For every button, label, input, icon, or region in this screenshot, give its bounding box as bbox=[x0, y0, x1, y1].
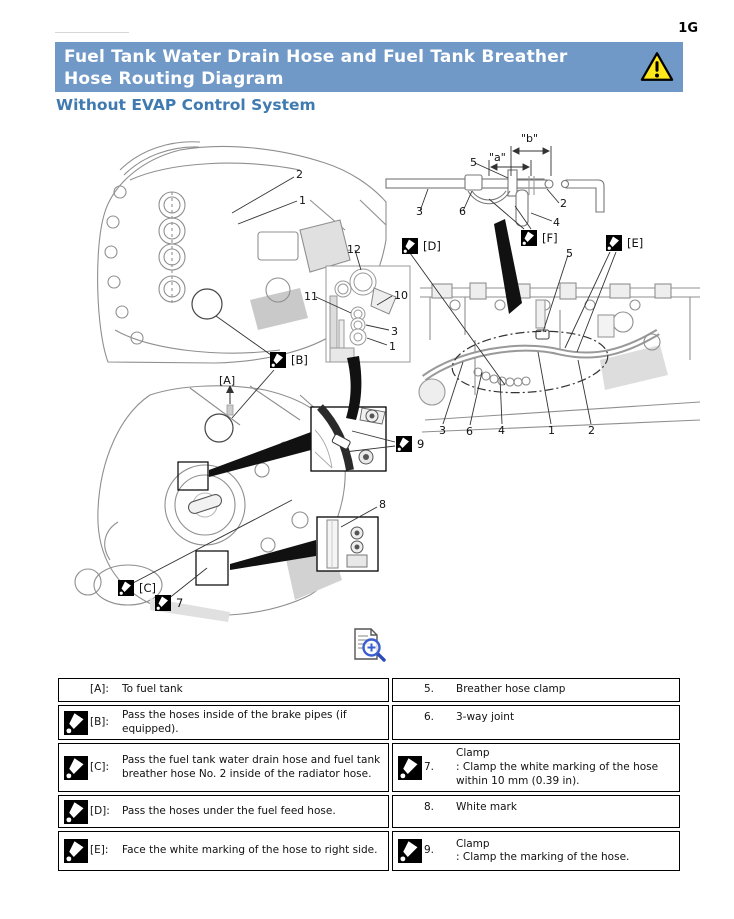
legend-tag: [E]: bbox=[90, 844, 109, 857]
marker-label-D: [D] bbox=[402, 238, 441, 254]
callout-6: 6 bbox=[459, 205, 466, 218]
callout-2: 2 bbox=[296, 168, 303, 181]
legend-text: Clamp : Clamp the white marking of the h… bbox=[456, 747, 659, 787]
legend-row-8: 8. White mark bbox=[392, 795, 680, 829]
legend-row-A: [A]: To fuel tank bbox=[58, 678, 389, 702]
caution-marker-icon bbox=[155, 595, 171, 611]
callout-5b: 5 bbox=[566, 247, 573, 260]
marker-label-F: [F] bbox=[521, 230, 558, 246]
legend-row-C: [C]: Pass the fuel tank water drain hose… bbox=[58, 743, 389, 793]
legend-row-E: [E]: Face the white marking of the hose … bbox=[58, 831, 389, 872]
caution-marker-icon bbox=[64, 756, 88, 780]
warning-triangle-icon bbox=[640, 51, 674, 82]
legend-row-D: [D]: Pass the hoses under the fuel feed … bbox=[58, 795, 389, 829]
marker-label-9: 9 bbox=[396, 436, 424, 452]
dim-label-b: "b" bbox=[521, 132, 539, 145]
callout-2c: 2 bbox=[588, 424, 595, 437]
page-title: Fuel Tank Water Drain Hose and Fuel Tank… bbox=[64, 47, 568, 90]
caution-marker-icon bbox=[64, 711, 88, 735]
legend-tag: [B]: bbox=[90, 715, 109, 728]
marker-label-E: [E] bbox=[606, 235, 643, 251]
routing-diagram: 2 1 12 11 10 3 1 "b" "a" 5 3 6 2 4 5 3 6… bbox=[0, 125, 734, 670]
callout-1c: 1 bbox=[548, 424, 555, 437]
legend-tag: 6. bbox=[424, 711, 435, 723]
caution-marker-icon bbox=[270, 352, 286, 368]
legend-tag: [C]: bbox=[90, 760, 110, 773]
legend-text: Pass the hoses under the fuel feed hose. bbox=[122, 804, 336, 817]
caution-marker-icon bbox=[64, 839, 88, 863]
enlarge-image-button[interactable] bbox=[350, 626, 388, 664]
callout-12: 12 bbox=[347, 243, 361, 256]
callout-1b: 1 bbox=[389, 340, 396, 353]
document-zoom-icon bbox=[354, 628, 386, 662]
caution-marker-icon bbox=[118, 580, 134, 596]
caution-marker-icon bbox=[521, 230, 537, 246]
marker-label-B: [B] bbox=[270, 352, 308, 368]
legend-text: Face the white marking of the hose to ri… bbox=[122, 844, 378, 857]
legend-tag: 7. bbox=[424, 760, 435, 773]
caution-marker-icon bbox=[398, 839, 422, 863]
legend-tag: 5. bbox=[424, 683, 435, 696]
legend-row-7: 7. Clamp : Clamp the white marking of th… bbox=[392, 743, 680, 793]
routing-diagram-artwork bbox=[74, 141, 701, 622]
section-subtitle: Without EVAP Control System bbox=[56, 96, 316, 114]
callout-4b: 4 bbox=[498, 424, 505, 437]
marker-label-C: [C] bbox=[118, 580, 156, 596]
callout-3c: 3 bbox=[439, 424, 446, 437]
caution-marker-icon bbox=[396, 436, 412, 452]
callout-1: 1 bbox=[299, 194, 306, 207]
callout-3b: 3 bbox=[416, 205, 423, 218]
legend-row-6: 6. 3-way joint bbox=[392, 705, 680, 741]
callout-10: 10 bbox=[394, 289, 408, 302]
legend-text: Pass the fuel tank water drain hose and … bbox=[122, 754, 381, 780]
legend-tag: [D]: bbox=[90, 804, 110, 817]
caution-marker-icon bbox=[64, 800, 88, 824]
legend-text: Pass the hoses inside of the brake pipes… bbox=[122, 709, 347, 735]
legend-text: White mark bbox=[456, 801, 517, 814]
callout-6b: 6 bbox=[466, 425, 473, 438]
legend-tag: 8. bbox=[424, 801, 435, 814]
caution-marker-icon bbox=[402, 238, 418, 254]
top-rule bbox=[55, 32, 129, 33]
legend-text: To fuel tank bbox=[122, 683, 183, 696]
page-number: 1G bbox=[678, 21, 698, 36]
callout-2b: 2 bbox=[560, 197, 567, 210]
legend-tag: 9. bbox=[424, 844, 435, 857]
callout-3: 3 bbox=[391, 325, 398, 338]
legend-text: Clamp : Clamp the marking of the hose. bbox=[456, 837, 630, 864]
callout-A: [A] bbox=[219, 374, 236, 387]
legend-text: Breather hose clamp bbox=[456, 683, 566, 696]
legend-row-5: 5. Breather hose clamp bbox=[392, 678, 680, 702]
dim-label-a: "a" bbox=[489, 151, 506, 164]
legend-tag: [A]: bbox=[90, 683, 109, 696]
legend-table: [A]: To fuel tank 5. Breather hose clamp… bbox=[58, 678, 680, 872]
callout-8: 8 bbox=[379, 498, 386, 511]
callout-11: 11 bbox=[304, 290, 318, 303]
legend-row-B: [B]: Pass the hoses inside of the brake … bbox=[58, 705, 389, 741]
legend-row-9: 9. Clamp : Clamp the marking of the hose… bbox=[392, 831, 680, 872]
section-header-banner: Fuel Tank Water Drain Hose and Fuel Tank… bbox=[55, 42, 683, 92]
legend-text: 3-way joint bbox=[456, 711, 515, 723]
marker-label-7: 7 bbox=[155, 595, 183, 611]
caution-marker-icon bbox=[398, 756, 422, 780]
callout-4: 4 bbox=[553, 216, 560, 229]
caution-marker-icon bbox=[606, 235, 622, 251]
callout-5: 5 bbox=[470, 156, 477, 169]
